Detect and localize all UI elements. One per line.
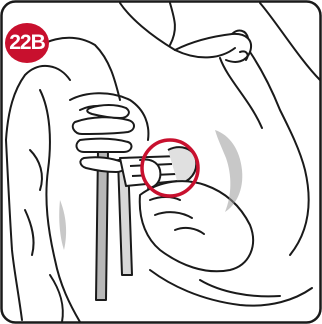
- step-badge: 22B: [5, 23, 49, 63]
